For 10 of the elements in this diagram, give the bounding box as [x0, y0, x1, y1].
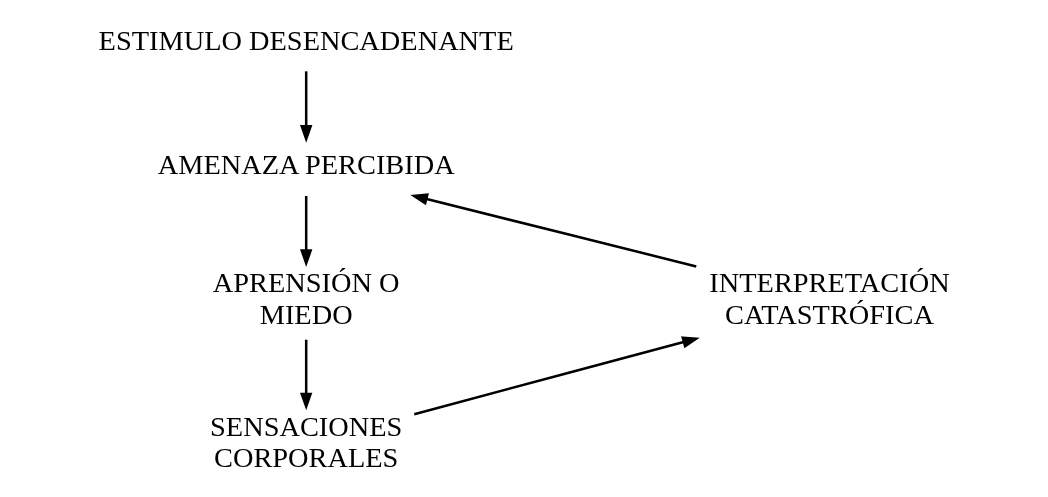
node-text: ESTIMULO DESENCADENANTE	[98, 24, 514, 56]
node-text: AMENAZA PERCIBIDA	[157, 149, 455, 181]
arrow	[299, 71, 312, 143]
arrow	[409, 193, 697, 268]
arrow	[299, 196, 312, 268]
arrow	[413, 336, 700, 416]
arrow	[299, 339, 312, 411]
node-text: SENSACIONES CORPORALES	[209, 410, 402, 474]
node-text: INTERPRETACIÓN CATASTRÓFICA	[708, 267, 950, 330]
node-text: APRENSIÓN O MIEDO	[212, 267, 400, 330]
